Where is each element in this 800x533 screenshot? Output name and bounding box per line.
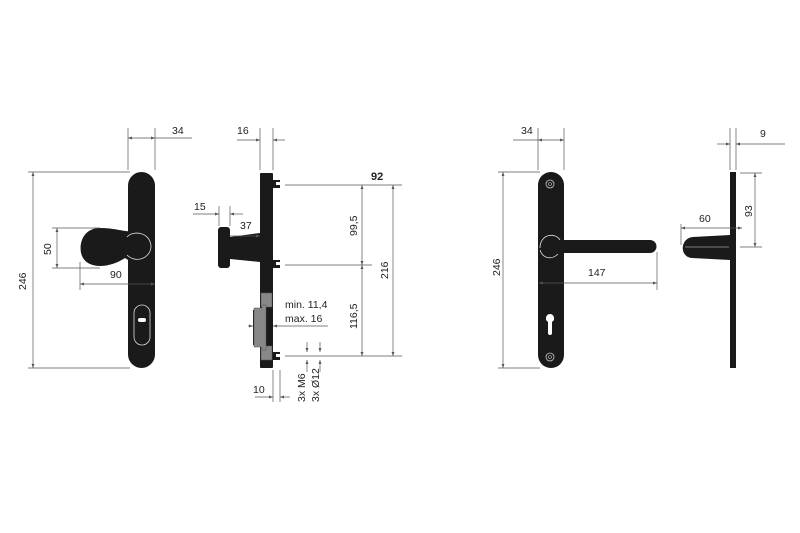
dim-lever-length: 147 <box>588 267 606 279</box>
lever-handle <box>539 233 657 258</box>
key-escutcheon <box>133 304 151 346</box>
dim-upper-spacing: 99,5 <box>348 215 360 236</box>
spacer-bottom <box>260 345 273 361</box>
dim-knob-offset: 90 <box>110 269 122 281</box>
side-knob <box>218 227 230 268</box>
dim-lower-spacing: 116,5 <box>348 303 360 329</box>
lever-backplate <box>538 172 564 368</box>
lever-side-plate <box>730 172 736 368</box>
dim-knob-depth: 15 <box>194 201 206 213</box>
lever-side-handle <box>682 235 730 260</box>
knob-neck <box>230 233 260 262</box>
cylinder-cutout <box>546 314 554 335</box>
dim-lever-plate-thickness: 9 <box>760 128 766 140</box>
thread-spec: 3x M6 <box>296 373 308 402</box>
dim-plate-thickness: 16 <box>237 125 249 137</box>
knob-side-view: 16 15 37 92 99,5 116,5 216 min. 11,4 max… <box>193 125 402 402</box>
dim-overall-label: 92 <box>371 171 383 183</box>
dim-knob-height: 50 <box>42 243 54 255</box>
knob <box>80 228 155 266</box>
dim-knob-projection: 37 <box>240 220 252 232</box>
dim-lever-height: 246 <box>491 258 503 276</box>
knob-front-view: 34 246 50 90 <box>17 125 192 369</box>
backplate <box>128 172 155 368</box>
spacer-top <box>260 292 273 308</box>
dim-width: 34 <box>172 125 184 137</box>
screw-icon <box>545 352 555 362</box>
dim-lever-height-position: 93 <box>743 205 755 217</box>
screw-icon <box>545 179 555 189</box>
dim-height: 246 <box>17 272 29 290</box>
keyhole <box>138 318 146 322</box>
dim-total-spacing: 216 <box>379 261 391 279</box>
dim-bolt-offset: 10 <box>253 384 265 396</box>
dim-lever-width: 34 <box>521 125 533 137</box>
lever-front-view: 34 246 147 <box>491 125 658 369</box>
door-max-thickness: max. 16 <box>285 313 323 325</box>
dim-lever-projection: 60 <box>699 213 711 225</box>
hole-spec: 3x Ø12 <box>310 368 322 402</box>
door-min-thickness: min. 11,4 <box>285 299 328 311</box>
lever-side-view: 9 60 93 <box>680 128 785 368</box>
